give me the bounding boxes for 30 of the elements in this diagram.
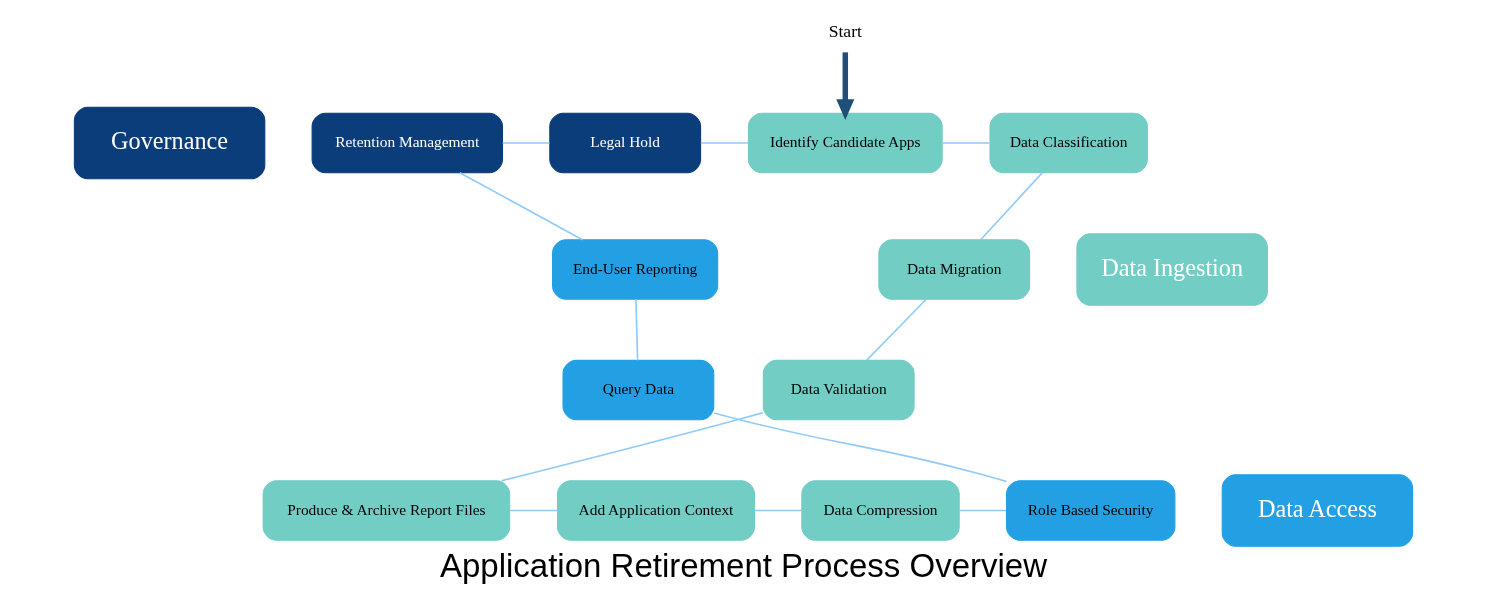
node-box: Legal Hold [548,112,701,174]
node-box: Query Data [561,359,714,421]
node-box: Data Compression [800,480,960,541]
connector [753,509,802,512]
connector [979,172,1043,241]
connector [458,171,583,241]
connector [865,298,927,361]
connector [712,412,1007,483]
connector [500,411,764,482]
connector [699,142,749,144]
node-box: Identify Candidate Apps [747,112,943,174]
node-box: Retention Management [311,112,503,174]
diagram-title: Application Retirement Process Overview [439,547,1047,585]
node-box: Add Application Context [556,480,755,541]
node-box: Produce & Archive Report Files [262,480,510,541]
node-text: Start [828,20,862,41]
node-box: Data Access [1221,474,1413,547]
connector [634,298,638,361]
connector [508,509,558,512]
node-box: Data Migration [877,239,1030,300]
node-box: Governance [73,106,265,180]
arrow [835,52,854,120]
node-box: End-User Reporting [551,239,718,300]
connector [501,142,550,144]
node-box: Data Ingestion [1075,233,1268,306]
node-box: Data Classification [988,112,1148,174]
connector [940,142,990,144]
node-box: Data Validation [762,359,915,421]
connector [958,509,1007,512]
node-box: Role Based Security [1005,480,1175,541]
